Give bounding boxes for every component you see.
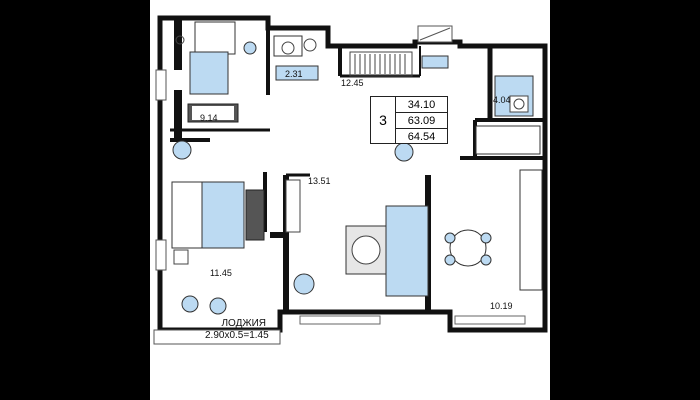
room-area-small-bedroom: 9.14 xyxy=(200,113,218,123)
room-area-hallway: 12.45 xyxy=(341,78,364,88)
loggia-dimensions: 2.90x0.5=1.45 xyxy=(205,330,269,341)
hallway-wardrobe xyxy=(349,51,413,77)
rooms-count: 3 xyxy=(371,97,396,143)
large-bedroom-furniture xyxy=(171,140,265,315)
bathroom-fixtures xyxy=(421,55,541,155)
living-room-furniture xyxy=(285,142,429,325)
area-values: 34.10 63.09 64.54 xyxy=(396,97,447,144)
window-left xyxy=(155,69,167,271)
small-bedroom-furniture xyxy=(175,21,257,123)
area-summary-box: 3 34.10 63.09 64.54 xyxy=(370,96,448,144)
balcony-door xyxy=(417,25,453,43)
area-total-with-loggia: 64.54 xyxy=(407,130,436,143)
room-area-living-room: 13.51 xyxy=(308,176,331,186)
room-area-kitchen: 10.19 xyxy=(490,301,513,311)
kitchen-furniture xyxy=(444,169,543,325)
room-area-bathroom: 4.04 xyxy=(493,95,511,105)
floor-plan-canvas: 9.14 2.31 12.45 4.04 13.51 11.45 10.19 3… xyxy=(150,0,550,400)
small-bathroom-fixtures xyxy=(273,35,319,81)
loggia-area xyxy=(153,329,281,345)
room-area-small-bathroom: 2.31 xyxy=(285,69,303,79)
area-living: 34.10 xyxy=(396,97,447,113)
area-total: 63.09 xyxy=(396,113,447,129)
loggia-label: ЛОДЖИЯ xyxy=(221,318,266,329)
room-area-large-bedroom: 11.45 xyxy=(210,268,232,278)
floor-plan-drawing xyxy=(153,15,548,345)
